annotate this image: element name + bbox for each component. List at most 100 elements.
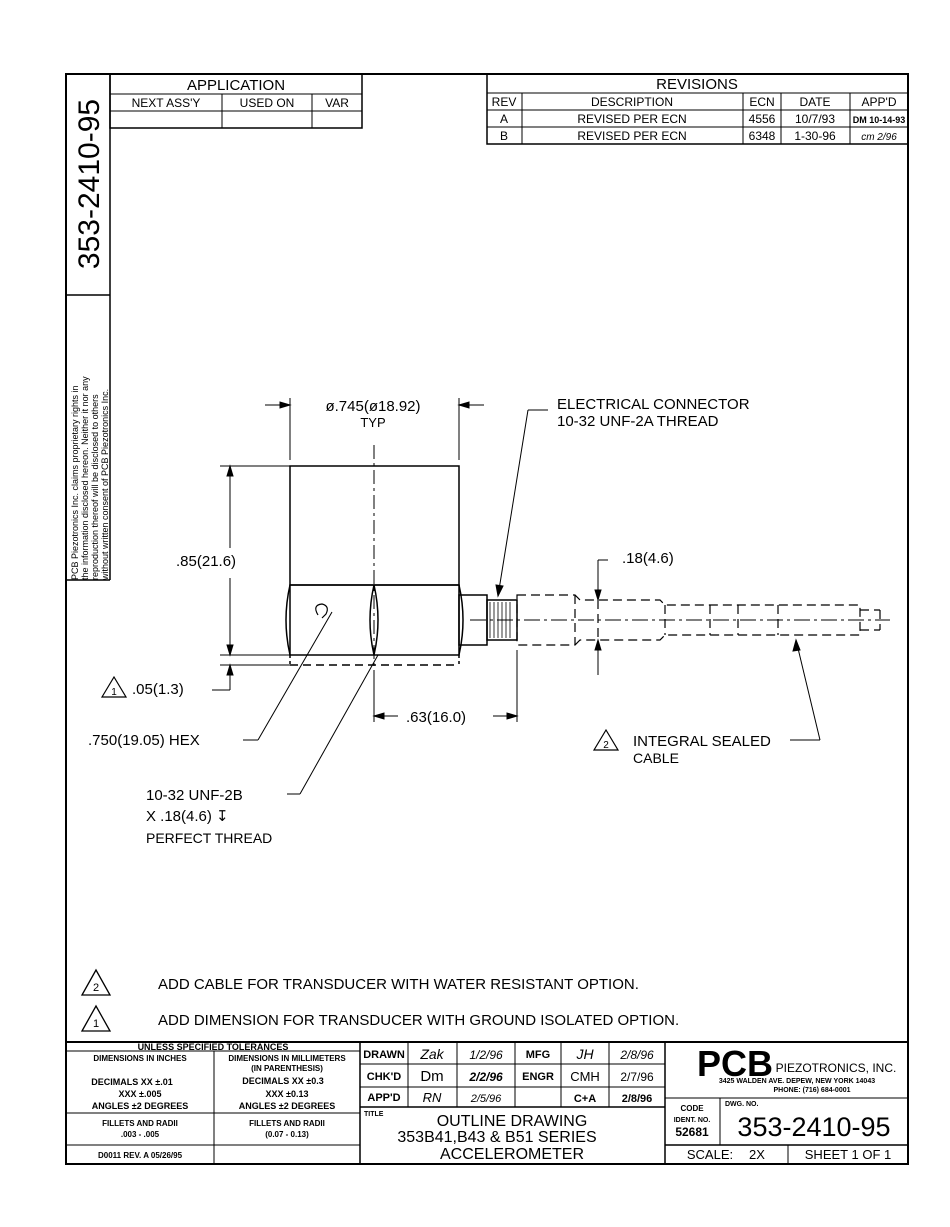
tol-in-decimals-2: XXX ±.005	[119, 1089, 162, 1099]
rev-row-a-ecn: 4556	[749, 112, 776, 126]
chkd-signature: Dm	[420, 1068, 443, 1085]
note-1-text: ADD DIMENSION FOR TRANSDUCER WITH GROUND…	[158, 1012, 679, 1029]
title-line-2: 353B41,B43 & B51 SERIES	[397, 1129, 596, 1146]
title-block	[66, 1041, 908, 1164]
tol-in-decimals: DECIMALS XX ±.01	[91, 1077, 172, 1087]
appd-label: APP'D	[367, 1092, 400, 1104]
rev-header-rev: REV	[492, 95, 517, 109]
title-line-3: ACCELEROMETER	[440, 1146, 584, 1163]
diameter-typ-label: TYP	[360, 415, 385, 430]
svg-text:1: 1	[93, 1018, 99, 1030]
app-header-used-on: USED ON	[240, 96, 295, 110]
drawn-label: DRAWN	[363, 1049, 405, 1061]
appd-signature: RN	[423, 1090, 442, 1105]
company-name: PIEZOTRONICS, INC.	[776, 1061, 897, 1075]
title-line-1: OUTLINE DRAWING	[437, 1113, 588, 1130]
proprietary-line-1: PCB Piezotronics Inc. claims proprietary…	[70, 385, 80, 580]
svg-text:1: 1	[111, 687, 117, 698]
app-header-next-assy: NEXT ASS'Y	[132, 96, 201, 110]
appd-date: 2/5/96	[470, 1093, 502, 1105]
svg-text:2: 2	[93, 982, 99, 994]
fillets-mm-value: (0.07 - 0.13)	[265, 1130, 309, 1139]
qa-signature: C+A	[574, 1093, 596, 1105]
tol-in-header: DIMENSIONS IN INCHES	[93, 1054, 187, 1063]
fillets-in-label: FILLETS AND RADII	[102, 1119, 178, 1128]
cable-dim-label: .18(4.6)	[622, 550, 674, 567]
ident-no-label: IDENT. NO.	[674, 1117, 711, 1124]
tol-title: UNLESS SPECIFIED TOLERANCES	[138, 1042, 289, 1052]
rev-header-date: DATE	[799, 95, 830, 109]
engr-date: 2/7/96	[620, 1070, 654, 1084]
note-2-triangle-icon: 2	[592, 728, 620, 751]
thread-label-1: 10-32 UNF-2B	[146, 787, 243, 804]
integral-cable-label-2: CABLE	[633, 750, 679, 766]
pcb-logo: PCB	[697, 1043, 773, 1084]
connector-label-2: 10-32 UNF-2A THREAD	[557, 413, 719, 430]
base-thickness-label: .05(1.3)	[132, 681, 184, 698]
dimension-lines	[212, 398, 821, 795]
dwg-number: 353-2410-95	[737, 1112, 890, 1142]
rev-row-a-rev: A	[500, 112, 508, 126]
note-1-triangle-icon: 1	[100, 675, 128, 698]
scale-value: 2X	[749, 1147, 765, 1162]
rev-row-a-appd: DM 10-14-93	[853, 115, 906, 125]
diameter-label: ø.745(ø18.92)	[325, 398, 420, 415]
engr-label: ENGR	[522, 1071, 554, 1083]
rev-header-description: DESCRIPTION	[591, 95, 673, 109]
tol-mm-decimals: DECIMALS XX ±0.3	[242, 1076, 323, 1086]
form-revision: D0011 REV. A 05/26/95	[98, 1151, 183, 1160]
title-label: TITLE	[364, 1111, 384, 1118]
rev-row-b-description: REVISED PER ECN	[577, 129, 686, 143]
qa-date: 2/8/96	[622, 1093, 653, 1105]
svg-text:2: 2	[603, 740, 609, 751]
chkd-date: 2/2/96	[468, 1070, 503, 1084]
rev-header-appd: APP'D	[862, 95, 897, 109]
mfg-signature: JH	[575, 1046, 594, 1062]
fillets-in-value: .003 - .005	[121, 1130, 160, 1139]
note-2-icon: 2	[80, 968, 112, 996]
proprietary-line-3: reproduction thereof will be disclosed t…	[90, 394, 100, 580]
proprietary-line-4: without written consent of PCB Piezotron…	[100, 389, 110, 581]
application-table: APPLICATION NEXT ASS'Y USED ON VAR	[109, 73, 363, 129]
engr-signature: CMH	[570, 1069, 600, 1084]
tol-in-angles: ANGLES ±2 DEGREES	[92, 1101, 188, 1111]
connector-label-1: ELECTRICAL CONNECTOR	[557, 396, 750, 413]
accelerometer-outline	[285, 445, 890, 680]
drawn-date: 1/2/96	[469, 1048, 503, 1062]
tol-mm-decimals-2: XXX ±0.13	[266, 1089, 309, 1099]
revisions-table: REVISIONS REV DESCRIPTION ECN DATE APP'D…	[486, 73, 909, 145]
revisions-title: REVISIONS	[656, 76, 738, 93]
integral-cable-label-1: INTEGRAL SEALED	[633, 733, 771, 750]
dwg-no-label: DWG. NO.	[725, 1101, 758, 1108]
mfg-date: 2/8/96	[619, 1048, 654, 1062]
note-2-text: ADD CABLE FOR TRANSDUCER WITH WATER RESI…	[158, 976, 639, 993]
application-title: APPLICATION	[187, 77, 285, 94]
hex-label: .750(19.05) HEX	[88, 732, 200, 749]
tol-mm-header-2: (IN PARENTHESIS)	[251, 1064, 323, 1073]
sheet-number: SHEET 1 OF 1	[805, 1147, 891, 1162]
proprietary-line-2: the information disclosed hereon. Neithe…	[80, 376, 90, 580]
tol-mm-header-1: DIMENSIONS IN MILLIMETERS	[228, 1054, 346, 1063]
fillets-mm-label: FILLETS AND RADII	[249, 1119, 325, 1128]
tol-mm-angles: ANGLES ±2 DEGREES	[239, 1101, 335, 1111]
rev-row-b-rev: B	[500, 129, 508, 143]
drawn-signature: Zak	[419, 1046, 444, 1062]
chkd-label: CHK'D	[367, 1071, 401, 1083]
side-block: 353-2410-95 PCB Piezotronics Inc. claims…	[66, 74, 111, 581]
company-phone: PHONE: (716) 684-0001	[773, 1087, 850, 1094]
rev-row-b-appd: cm 2/96	[861, 132, 897, 143]
code-value: 52681	[675, 1125, 709, 1139]
mfg-label: MFG	[526, 1049, 550, 1061]
rev-row-a-description: REVISED PER ECN	[577, 112, 686, 126]
vertical-dwg-number: 353-2410-95	[73, 99, 106, 269]
length-label: .63(16.0)	[406, 709, 466, 726]
rev-header-ecn: ECN	[749, 95, 774, 109]
height-label: .85(21.6)	[176, 553, 236, 570]
rev-row-a-date: 10/7/93	[795, 112, 835, 126]
note-1-icon: 1	[80, 1004, 112, 1032]
thread-label-2: X .18(4.6) ↧	[146, 808, 229, 825]
thread-label-3: PERFECT THREAD	[146, 830, 272, 846]
code-label: CODE	[680, 1104, 704, 1113]
scale-label: SCALE:	[687, 1147, 733, 1162]
